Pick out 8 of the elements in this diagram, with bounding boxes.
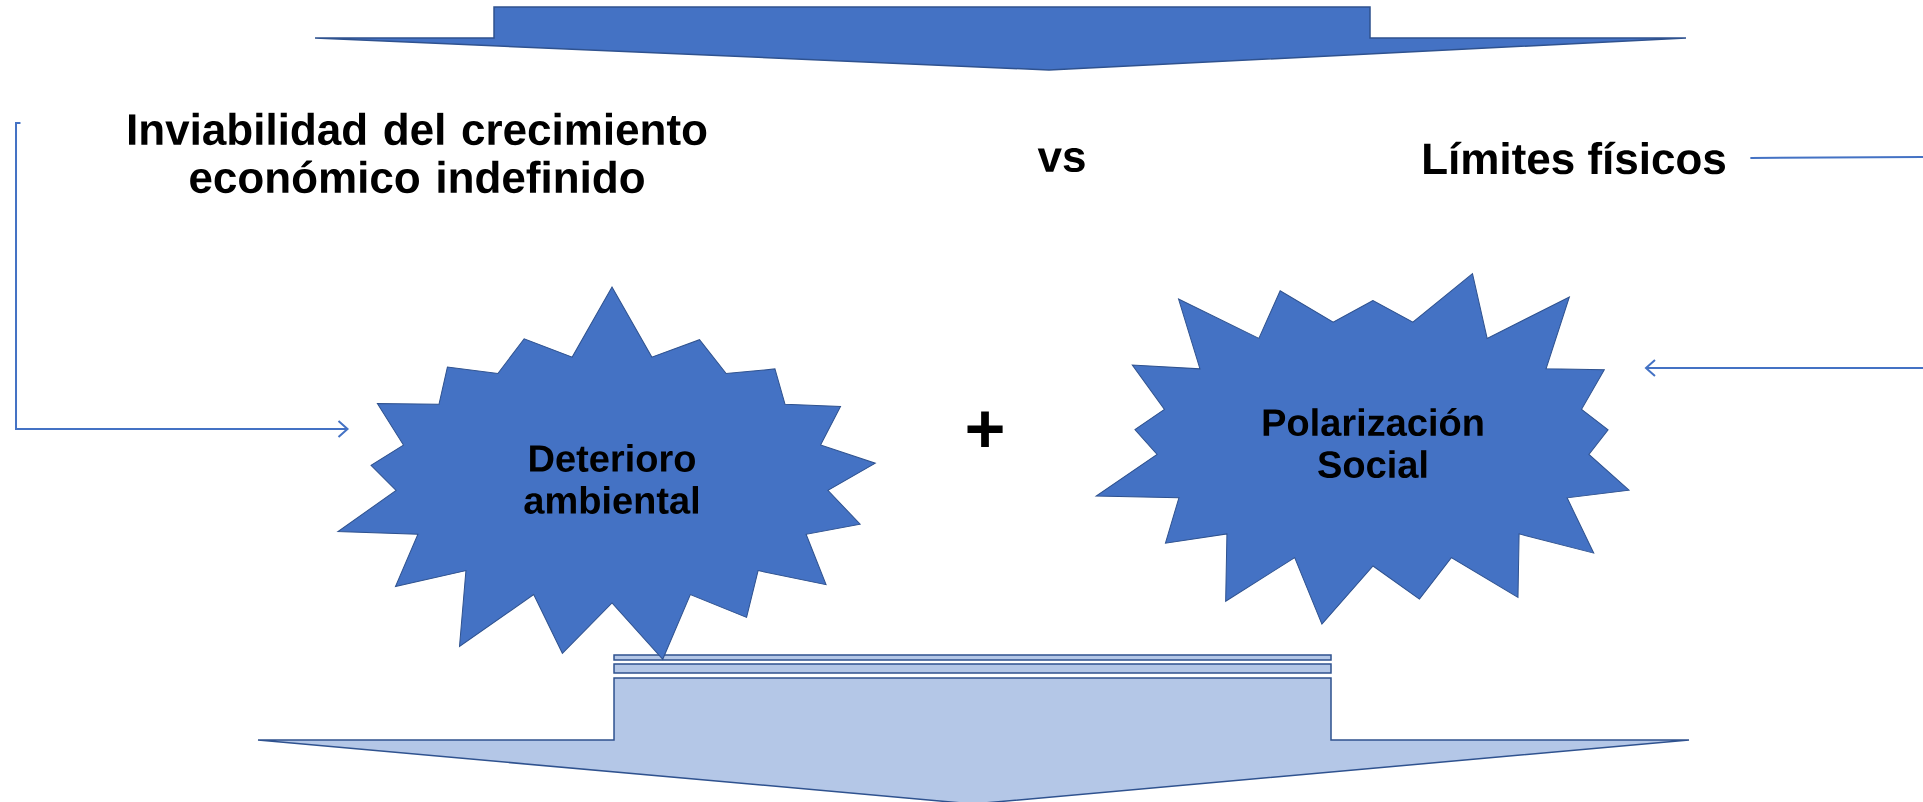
vs-text: vs	[1037, 147, 1085, 173]
arrow	[15, 122, 349, 438]
plus-sign: +	[967, 411, 1003, 447]
heading-text: Límites físicos	[1424, 141, 1725, 175]
arrow	[1644, 359, 1923, 377]
starburst: Deterioro ambiental	[337, 286, 876, 660]
heading-text: Inviabilidad del crecimiento económico indefinido	[129, 112, 707, 194]
starburst: Polarización Social	[1095, 273, 1630, 625]
